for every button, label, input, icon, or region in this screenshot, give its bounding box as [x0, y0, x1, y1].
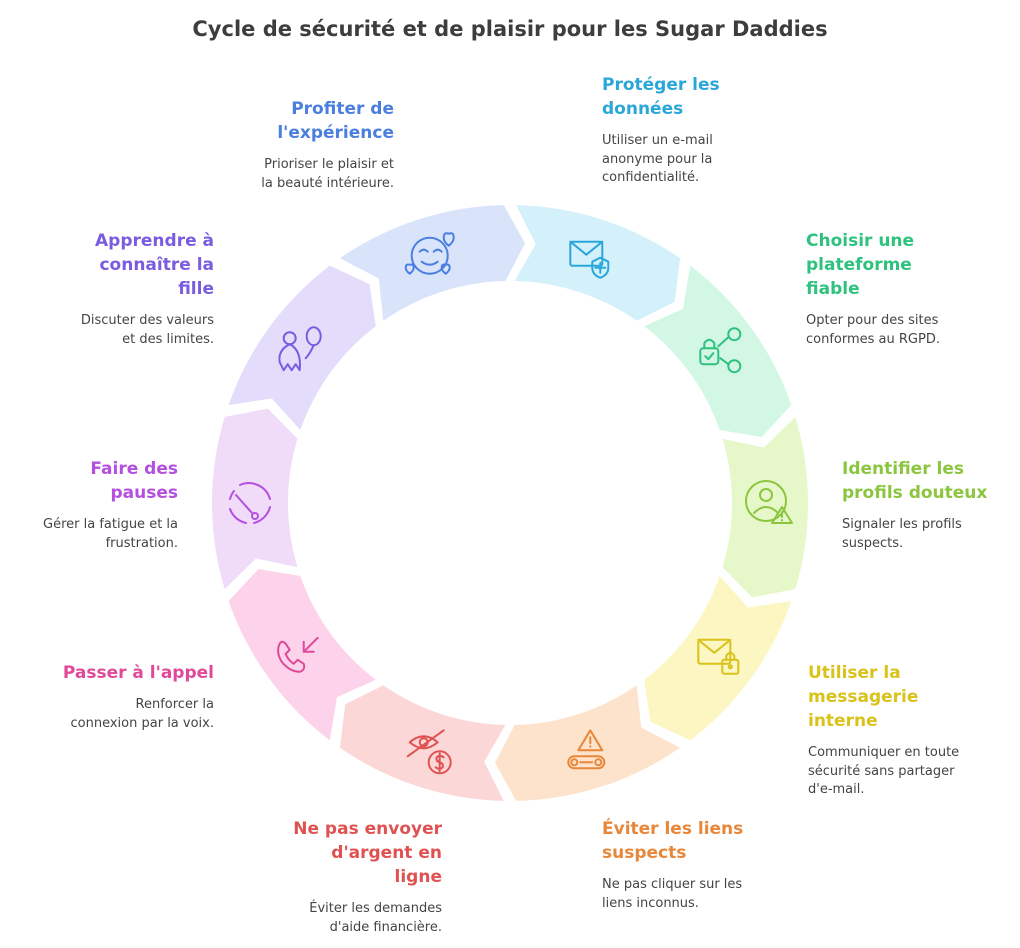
step-label-protect-data: Protéger les données Utiliser un e-mail …	[602, 73, 792, 188]
step-heading: Ne pas envoyer d'argent en ligne	[293, 819, 442, 887]
cycle-segment	[514, 205, 681, 321]
no-money-icon	[406, 729, 452, 775]
step-description: Prioriser le plaisir et la beauté intéri…	[261, 157, 394, 191]
step-description: Communiquer en toute sécurité sans parta…	[808, 745, 960, 797]
lock-network-icon	[699, 327, 742, 374]
step-description: Éviter les demandes d'aide financière.	[309, 901, 442, 935]
step-heading: Passer à l'appel	[62, 663, 214, 683]
step-label-avoid-links: Éviter les liens suspects Ne pas cliquer…	[602, 817, 792, 913]
cycle-segment	[211, 408, 298, 590]
user-warning-icon	[745, 480, 793, 524]
step-heading: Utiliser la messagerie interne	[808, 663, 919, 731]
step-label-enjoy-experience: Profiter de l'expérience Prioriser le pl…	[204, 97, 394, 193]
step-label-choose-platform: Choisir une plateforme fiable Opter pour…	[806, 229, 996, 349]
email-shield-icon	[569, 240, 610, 279]
step-description: Signaler les profils suspects.	[842, 517, 962, 551]
step-description: Ne pas cliquer sur les liens inconnus.	[602, 877, 743, 911]
step-label-no-money: Ne pas envoyer d'argent en ligne Éviter …	[252, 817, 442, 937]
diagram-title: Cycle de sécurité et de plaisir pour les…	[192, 17, 828, 41]
cycle-segment	[228, 569, 376, 741]
cycle-segment	[339, 685, 506, 801]
step-description: Opter pour des sites conformes au RGPD.	[806, 313, 940, 347]
step-heading: Identifier les profils douteux	[842, 459, 988, 503]
happy-face-hearts-icon	[404, 232, 455, 275]
step-label-get-to-know: Apprendre à connaître la fille Discuter …	[24, 229, 214, 349]
step-description: Gérer la fatigue et la frustration.	[43, 517, 178, 551]
step-label-identify-profiles: Identifier les profils douteux Signaler …	[842, 457, 1020, 553]
cycle-segment	[495, 685, 681, 801]
step-label-phone-call: Passer à l'appel Renforcer la connexion …	[24, 661, 214, 733]
timer-pause-icon	[229, 482, 271, 524]
step-heading: Protéger les données	[602, 75, 720, 119]
phone-call-icon	[277, 636, 319, 673]
step-description: Discuter des valeurs et des limites.	[80, 313, 214, 347]
step-description: Utiliser un e-mail anonyme pour la confi…	[602, 133, 713, 185]
step-heading: Apprendre à connaître la fille	[95, 231, 214, 299]
step-label-take-breaks: Faire des pauses Gérer la fatigue et la …	[0, 457, 178, 553]
step-heading: Profiter de l'expérience	[277, 99, 394, 143]
step-heading: Éviter les liens suspects	[602, 819, 744, 863]
cycle-segment	[228, 265, 376, 430]
step-heading: Faire des pauses	[90, 459, 178, 503]
step-description: Renforcer la connexion par la voix.	[70, 697, 214, 731]
person-balloon-icon	[278, 326, 322, 372]
step-label-internal-messaging: Utiliser la messagerie interne Communiqu…	[808, 661, 998, 800]
step-heading: Choisir une plateforme fiable	[806, 231, 915, 299]
email-lock-icon	[697, 638, 740, 675]
cycle-segment	[644, 576, 792, 741]
cycle-segment	[339, 205, 525, 321]
link-warning-icon	[567, 729, 606, 770]
